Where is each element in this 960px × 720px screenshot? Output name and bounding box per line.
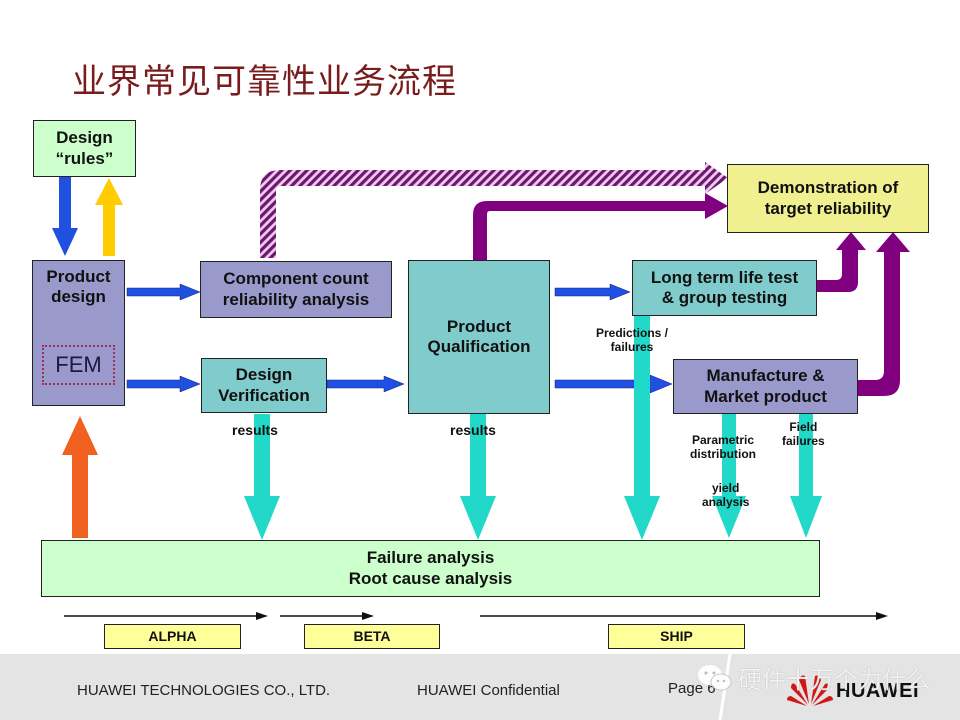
phase-ship: SHIP [608,624,745,649]
phase-beta: BETA [304,624,440,649]
failure-analysis-box: Failure analysis Root cause analysis [41,540,820,597]
parametric-label: Parametric distribution [690,433,756,462]
field-failures-label: Field failures [782,420,825,449]
hatched-arrow [260,162,728,258]
predictions-label: Predictions / failures [596,326,669,355]
blue-arrow-pd-to-cc [126,283,201,301]
fem-box: FEM [42,345,115,385]
design-rules-box: Design “rules” [33,120,136,177]
huawei-logo-text: HUAWEI [836,680,919,702]
phase-arrow-beta [280,612,374,620]
blue-arrow-pq-to-mf [554,374,673,394]
footer: HUAWEI TECHNOLOGIES CO., LTD. HUAWEI Con… [0,654,960,720]
cyan-arrow-lt [624,316,660,540]
results-label-pq: results [450,422,496,438]
blue-arrow-dv-to-pq [326,375,405,393]
blue-arrow-down [52,177,78,256]
phase-arrow-ship [480,612,888,620]
cyan-arrow-mf-field [790,414,822,538]
long-term-life-test-box: Long term life test & group testing [632,260,817,316]
product-design-box: Product design [32,260,125,406]
huawei-logo-icon [787,675,833,706]
blue-arrow-pq-to-lt [554,283,631,301]
demonstration-box: Demonstration of target reliability [727,164,929,233]
phase-alpha: ALPHA [104,624,241,649]
blue-arrow-pd-to-dv [126,375,201,393]
yield-label: yield analysis [702,481,750,510]
design-verification-box: Design Verification [201,358,327,413]
watermark-text: 硬件十万个为什么 [738,666,930,694]
wechat-icon [698,665,732,691]
purple-arrow-pq-to-demo [473,193,728,260]
footer-confidential: HUAWEI Confidential [417,682,560,699]
footer-company: HUAWEI TECHNOLOGIES CO., LTD. [77,682,331,699]
gold-arrow-up [95,178,123,256]
manufacture-market-box: Manufacture & Market product [673,359,858,414]
results-label-dv: results [232,422,278,438]
footer-page: Page 6 [668,680,716,697]
cyan-arrow-mf-param [712,414,746,538]
page-title: 业界常见可靠性业务流程 [72,62,457,102]
cyan-arrow-dv [244,414,280,540]
orange-arrow-up [62,416,98,538]
product-design-label: Product design [46,267,111,307]
cyan-arrow-pq [460,414,496,540]
purple-arrow-lt-to-demo [817,232,866,292]
component-count-box: Component count reliability analysis [200,261,392,318]
product-qualification-box: Product Qualification [408,260,550,414]
purple-arrow-mf-to-demo [858,232,910,396]
phase-arrow-alpha [64,612,268,620]
